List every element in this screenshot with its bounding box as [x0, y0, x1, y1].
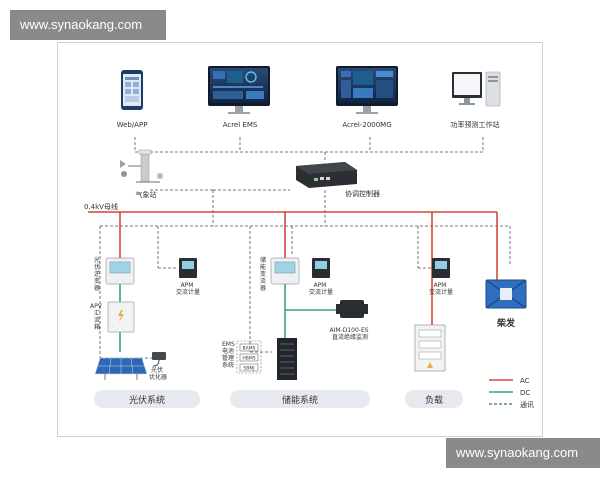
- legend-ac: AC: [520, 377, 530, 385]
- label-storage-meter: APM 交流计量: [309, 282, 333, 296]
- pv-meter-icon: [179, 258, 197, 278]
- phone-icon: [121, 70, 143, 110]
- legend-comm: 通讯: [520, 400, 534, 409]
- label-dc-meter: AIM-D100-ES 直流绝缘监测: [330, 327, 371, 341]
- label-diesel: 柴发: [496, 317, 516, 329]
- mg-monitor-icon: [336, 66, 398, 114]
- diesel-generator-icon: [485, 279, 527, 309]
- label-load-meter: APM 交流计量: [429, 282, 453, 296]
- storage-meter-icon: [312, 258, 330, 278]
- workstation-icon: [452, 71, 501, 107]
- storage-pcs-icon: [270, 257, 300, 285]
- group-label-pv: 光伏系统: [129, 394, 165, 406]
- bms-stack: BAMS HBMS SBMJ: [236, 340, 262, 374]
- label-pv-inverter: 光 伏 逆 变 器: [94, 256, 102, 292]
- group-storage: 储能系统: [230, 390, 370, 408]
- load-cabinet-icon: [414, 324, 446, 372]
- watermark-top: www.synaokang.com: [10, 10, 166, 40]
- label-coordinator: 协调控制器: [345, 189, 380, 198]
- weather-station-icon: [120, 149, 163, 183]
- label-workstation: 功率预测工作站: [451, 120, 500, 129]
- pv-combiner-icon: [107, 301, 135, 333]
- label-mg: Acrel-2000MG: [342, 121, 391, 129]
- bms-label-sbmj: SBMJ: [243, 366, 254, 372]
- label-pv-combiner: APV 汇 流 箱: [90, 303, 104, 331]
- group-label-storage: 储能系统: [282, 394, 318, 406]
- label-bus: 0.4kV母线: [84, 202, 118, 211]
- load-meter-icon: [432, 258, 450, 278]
- group-label-load: 负载: [425, 394, 443, 406]
- bms-label-bams: BAMS: [243, 346, 256, 352]
- pv-inverter-icon: [105, 257, 135, 285]
- label-web-app: Web/APP: [117, 121, 148, 129]
- label-ems: Acrel EMS: [223, 121, 258, 129]
- solar-panel-icon: [94, 357, 148, 380]
- ems-monitor-icon: [208, 66, 270, 114]
- legend-dc: DC: [520, 389, 530, 397]
- dc-lines: [119, 284, 340, 352]
- group-pv: 光伏系统: [94, 390, 200, 408]
- optimizer-icon: [152, 352, 166, 367]
- diagram-frame: [57, 42, 543, 437]
- label-weather-station: 气象站: [136, 190, 157, 199]
- bms-label-hbms: HBMS: [242, 356, 255, 362]
- label-pv-optimizer: 光伏 优化器: [149, 366, 167, 381]
- label-storage-pcs: 储 能 变 流 器: [260, 256, 268, 292]
- label-pv-meter: APM 交流计量: [176, 282, 200, 296]
- watermark-bottom: www.synaokang.com: [446, 438, 600, 468]
- label-ems-bms: EMS 电池 管理 系统: [222, 341, 237, 369]
- dc-meter-icon: [336, 300, 368, 318]
- legend: AC DC 通讯: [489, 377, 534, 409]
- battery-cabinet-icon: [277, 338, 297, 380]
- group-load: 负载: [405, 390, 463, 408]
- coordinator-icon: [296, 162, 357, 188]
